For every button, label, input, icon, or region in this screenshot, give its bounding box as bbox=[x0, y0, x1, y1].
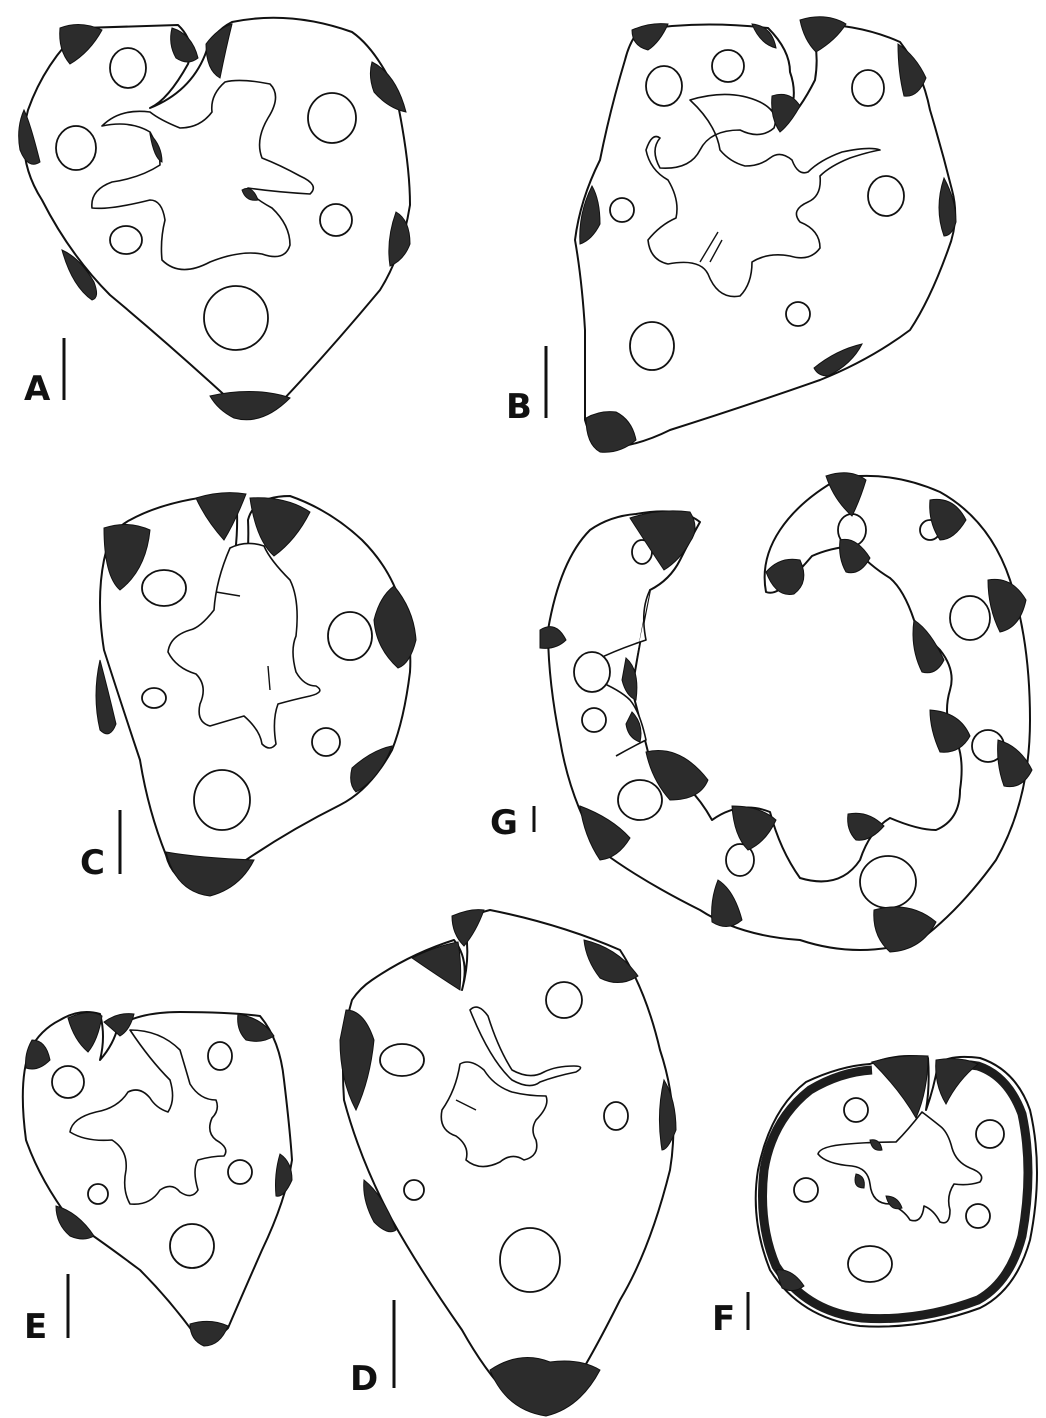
canal bbox=[574, 652, 610, 692]
canal bbox=[712, 50, 744, 82]
sclerenchyma-patch bbox=[210, 392, 290, 420]
panel-c: C bbox=[80, 493, 416, 896]
canal bbox=[170, 1224, 214, 1268]
panel-label: D bbox=[350, 1359, 378, 1399]
canal bbox=[52, 1066, 84, 1098]
sclerenchyma-patch bbox=[190, 1321, 228, 1346]
canal bbox=[610, 198, 634, 222]
canal bbox=[786, 302, 810, 326]
sclerenchyma-patch bbox=[490, 1358, 600, 1417]
canal bbox=[582, 708, 606, 732]
panel-label: C bbox=[80, 843, 105, 883]
canal bbox=[110, 48, 146, 88]
canal bbox=[312, 728, 340, 756]
section-outline bbox=[548, 476, 1030, 950]
canal bbox=[308, 93, 356, 143]
canal bbox=[630, 322, 674, 370]
canal bbox=[328, 612, 372, 660]
canal bbox=[618, 780, 662, 820]
panel-g: G bbox=[490, 473, 1032, 952]
canal bbox=[380, 1044, 424, 1076]
canal bbox=[868, 176, 904, 216]
panel-label: B bbox=[506, 387, 532, 427]
panel-label: E bbox=[24, 1307, 47, 1347]
canal bbox=[852, 70, 884, 106]
canal bbox=[142, 688, 166, 708]
canal bbox=[208, 1042, 232, 1070]
canal bbox=[646, 66, 682, 106]
panel-label: F bbox=[712, 1299, 735, 1339]
canal bbox=[794, 1178, 818, 1202]
canal bbox=[88, 1184, 108, 1204]
panel-d: D bbox=[340, 910, 676, 1416]
panel-e: E bbox=[23, 1012, 292, 1347]
canal bbox=[56, 126, 96, 170]
canal bbox=[194, 770, 250, 830]
panel-label: G bbox=[490, 803, 518, 843]
canal bbox=[844, 1098, 868, 1122]
canal bbox=[966, 1204, 990, 1228]
canal bbox=[604, 1102, 628, 1130]
canal bbox=[404, 1180, 424, 1200]
canal bbox=[204, 286, 268, 350]
canal bbox=[142, 570, 186, 606]
canal bbox=[500, 1228, 560, 1292]
canal bbox=[320, 204, 352, 236]
panel-f: F bbox=[712, 1056, 1037, 1339]
panel-b: B bbox=[506, 17, 956, 452]
canal bbox=[976, 1120, 1004, 1148]
sclerenchyma-patch bbox=[939, 178, 956, 236]
panel-label: A bbox=[24, 369, 51, 409]
canal bbox=[110, 226, 142, 254]
canal bbox=[228, 1160, 252, 1184]
panel-a: A bbox=[19, 18, 410, 420]
canal bbox=[848, 1246, 892, 1282]
canal bbox=[546, 982, 582, 1018]
canal bbox=[860, 856, 916, 908]
canal bbox=[950, 596, 990, 640]
